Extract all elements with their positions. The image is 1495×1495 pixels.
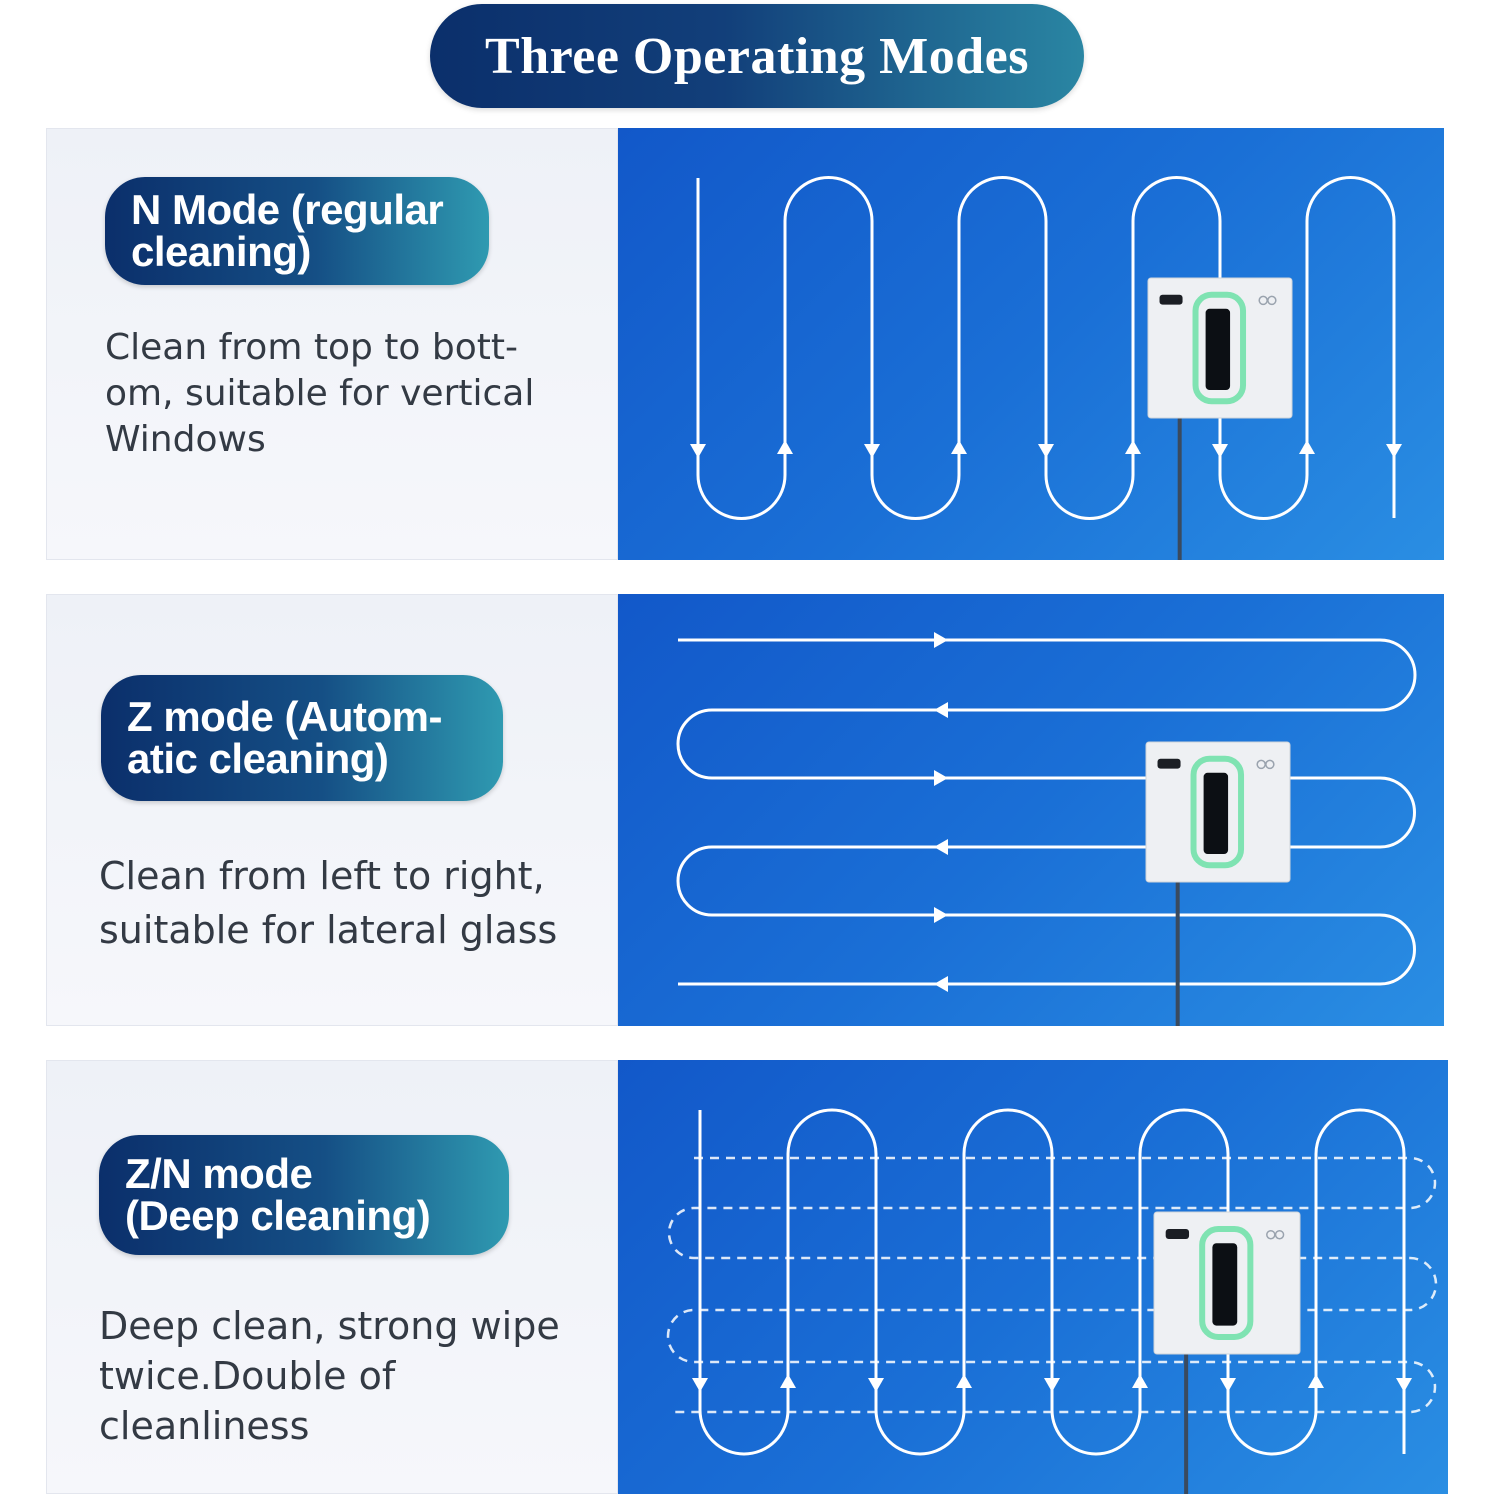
path-arrow-icon <box>692 1378 708 1392</box>
mode-label-badge: Z mode (Autom- atic cleaning) <box>101 675 503 801</box>
path-arrow-icon <box>934 702 948 718</box>
z-path-diagram <box>676 632 1417 1026</box>
path-arrow-icon <box>690 444 706 458</box>
mode-description-line: Clean from left to right, <box>99 854 545 898</box>
path-arrow-icon <box>934 632 948 648</box>
mode-label-line: Z mode (Autom- <box>127 693 442 740</box>
path-arrow-icon <box>864 444 880 458</box>
mode-label-line: N Mode (regular <box>131 186 444 233</box>
mode-label-badge: N Mode (regular cleaning) <box>105 177 489 285</box>
robot-glow-ring <box>1199 1226 1254 1340</box>
mode-label-line: cleaning) <box>131 228 311 275</box>
mode-description-line: twice.Double of <box>99 1354 396 1398</box>
mode-description: Clean from left to right, suitable for l… <box>99 849 557 957</box>
mode-label-line: atic cleaning) <box>127 735 389 782</box>
mode-path-illustration <box>618 128 1444 560</box>
path-arrow-icon <box>1386 444 1402 458</box>
robot-indicator <box>1265 759 1275 770</box>
path-arrow-icon <box>1132 1374 1148 1388</box>
path-arrow-icon <box>1308 1374 1324 1388</box>
path-arrow-icon <box>951 440 967 454</box>
mode-info-panel: N Mode (regular cleaning) Clean from top… <box>46 128 618 560</box>
cleaning-path <box>696 176 1396 520</box>
mode-label-line: Z/N mode <box>125 1150 313 1197</box>
robot-glow-ring <box>1192 291 1247 405</box>
mode-path-illustration <box>618 1060 1448 1494</box>
mode-description-line: Clean from top to bott- <box>105 327 518 368</box>
mode-description-line: Windows <box>105 419 266 460</box>
robot-display <box>1159 294 1183 305</box>
page-title: Three Operating Modes <box>485 27 1029 85</box>
robot-display <box>1165 1229 1190 1239</box>
n-path-diagram <box>690 176 1402 560</box>
cleaning-path <box>676 638 1417 986</box>
path-arrow-icon <box>934 976 948 992</box>
mode-row-zn: Z/N mode (Deep cleaning) Deep clean, str… <box>46 1060 1448 1494</box>
mode-description-line: Deep clean, strong wipe <box>99 1304 560 1348</box>
path-arrow-icon <box>1212 444 1228 458</box>
mode-label-badge: Z/N mode (Deep cleaning) <box>99 1135 509 1255</box>
path-arrow-icon <box>1038 444 1054 458</box>
path-arrow-icon <box>934 907 948 923</box>
path-arrow-icon <box>934 839 948 855</box>
mode-info-panel: Z/N mode (Deep cleaning) Deep clean, str… <box>46 1060 618 1494</box>
mode-path-illustration <box>618 594 1444 1026</box>
path-arrow-icon <box>956 1374 972 1388</box>
mode-info-panel: Z mode (Autom- atic cleaning) Clean from… <box>46 594 618 1026</box>
mode-row-n: N Mode (regular cleaning) Clean from top… <box>46 128 1446 560</box>
mode-description-line: cleanliness <box>99 1404 310 1448</box>
path-arrow-icon <box>868 1378 884 1392</box>
zn-path-diagram <box>666 1108 1438 1494</box>
title-banner: Three Operating Modes <box>430 4 1084 108</box>
mode-description: Deep clean, strong wipe twice.Double of … <box>99 1301 560 1451</box>
robot-indicator <box>1267 295 1277 306</box>
robot-indicator <box>1274 1229 1285 1240</box>
path-arrow-icon <box>780 1374 796 1388</box>
robot-handle <box>1205 308 1231 390</box>
mode-label-line: (Deep cleaning) <box>125 1192 431 1239</box>
path-arrow-icon <box>1125 440 1141 454</box>
cleaning-path-dashed <box>666 1156 1438 1414</box>
path-arrow-icon <box>1044 1378 1060 1392</box>
path-arrow-icon <box>934 770 948 786</box>
path-arrow-icon <box>777 440 793 454</box>
path-arrow-icon <box>1220 1378 1236 1392</box>
robot-indicator <box>1266 1229 1276 1240</box>
robot-handle <box>1212 1243 1238 1326</box>
mode-description-line: suitable for lateral glass <box>99 908 558 952</box>
cleaning-path <box>698 1108 1406 1456</box>
robot-glow-ring <box>1190 755 1245 869</box>
mode-description-line: om, suitable for vertical <box>105 373 535 414</box>
path-arrow-icon <box>1299 440 1315 454</box>
path-arrow-icon <box>1396 1378 1412 1392</box>
mode-description: Clean from top to bott- om, suitable for… <box>105 325 534 463</box>
robot-display <box>1157 758 1181 769</box>
robot-handle <box>1203 772 1229 854</box>
mode-row-z: Z mode (Autom- atic cleaning) Clean from… <box>46 594 1446 1026</box>
